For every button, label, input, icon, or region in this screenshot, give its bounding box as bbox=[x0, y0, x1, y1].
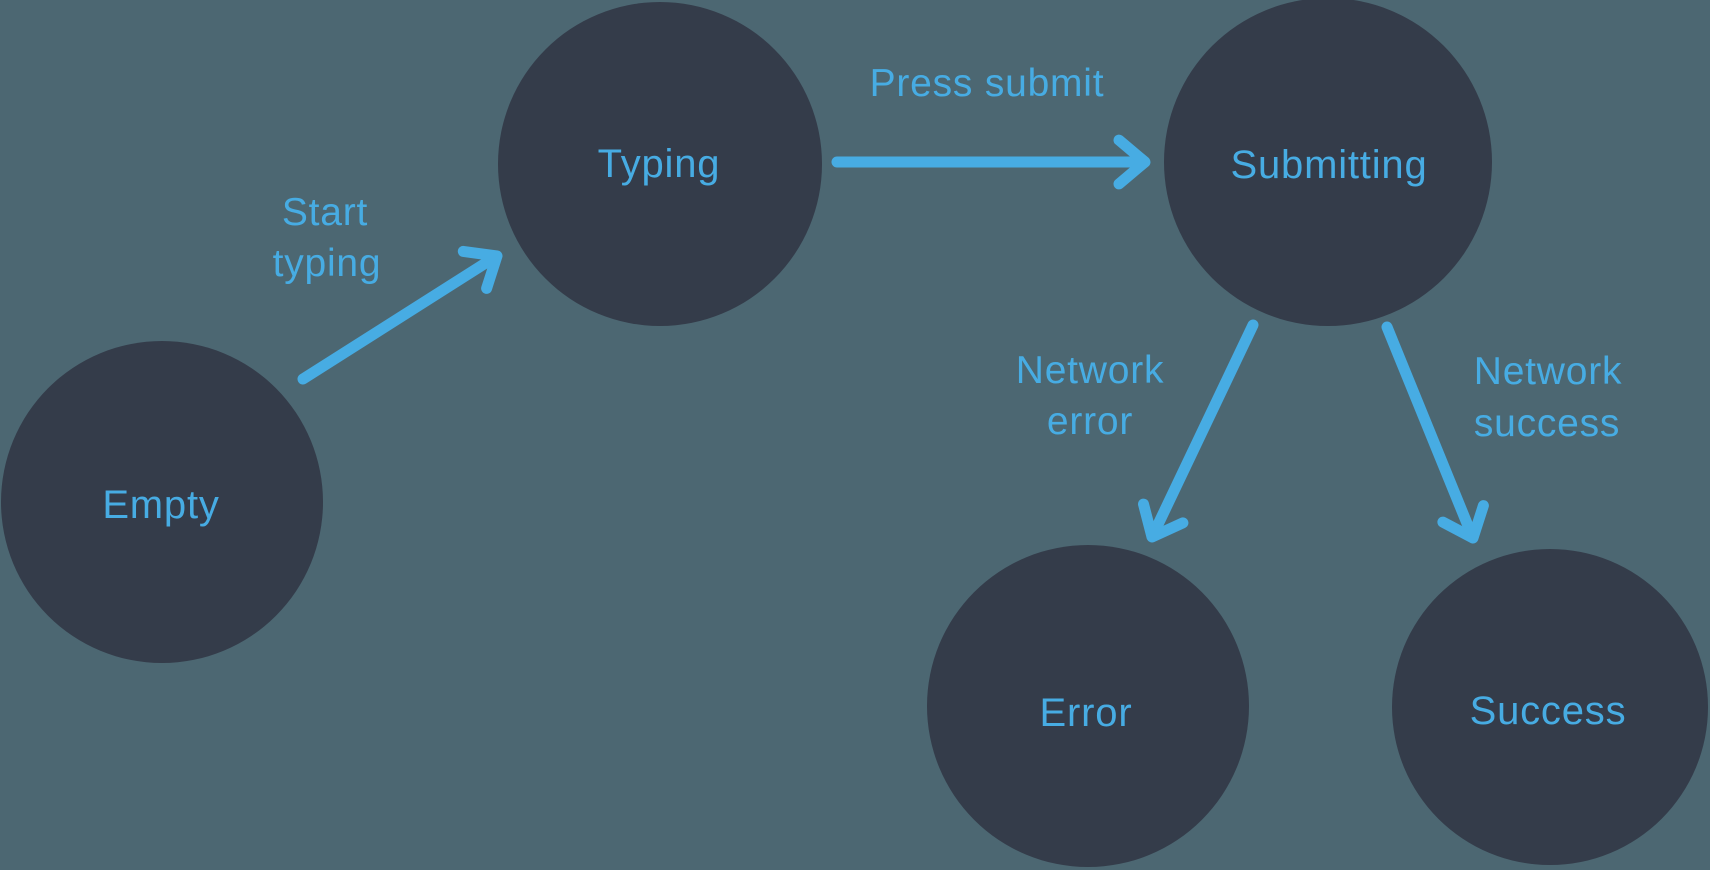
arrow-head-icon bbox=[1437, 500, 1489, 544]
transition-label-network-error-line1: Network bbox=[1016, 349, 1165, 392]
arrow-head-icon bbox=[1113, 134, 1151, 190]
transition-label-start-typing-line1: Start bbox=[282, 191, 368, 234]
state-circle bbox=[1, 341, 323, 663]
state-node-typing: Typing bbox=[498, 2, 822, 326]
state-node-empty: Empty bbox=[1, 341, 323, 663]
arrow-head-icon bbox=[1138, 498, 1189, 543]
state-node-success: Success bbox=[1392, 549, 1708, 865]
state-node-submitting: Submitting bbox=[1164, 0, 1492, 326]
transition-label-press-submit: Press submit bbox=[870, 62, 1105, 105]
transition-label-network-error-line2: error bbox=[1047, 400, 1133, 443]
state-circle bbox=[927, 545, 1249, 867]
state-node-error: Error bbox=[927, 545, 1249, 867]
state-circle bbox=[1164, 0, 1492, 326]
transition-network-success: Network success bbox=[1381, 321, 1623, 544]
transition-label-network-success-line2: success bbox=[1474, 402, 1620, 445]
state-label-success: Success bbox=[1470, 689, 1627, 733]
state-circle bbox=[498, 2, 822, 326]
transition-label-start-typing-line2: typing bbox=[273, 242, 382, 285]
state-label-error: Error bbox=[1040, 691, 1133, 735]
arrow-shaft bbox=[297, 253, 498, 385]
state-circle bbox=[1392, 549, 1708, 865]
arrow-head-icon bbox=[457, 245, 503, 294]
arrow-shaft bbox=[1381, 321, 1477, 538]
transition-press-submit: Press submit bbox=[831, 62, 1151, 190]
state-label-empty: Empty bbox=[102, 483, 219, 527]
arrow-shaft bbox=[1149, 319, 1259, 538]
state-label-typing: Typing bbox=[598, 142, 721, 186]
transition-label-network-success-line1: Network bbox=[1474, 350, 1623, 393]
transition-network-error: Network error bbox=[1016, 319, 1259, 543]
state-label-submitting: Submitting bbox=[1231, 143, 1428, 187]
transition-start-typing: Start typing bbox=[273, 191, 503, 385]
